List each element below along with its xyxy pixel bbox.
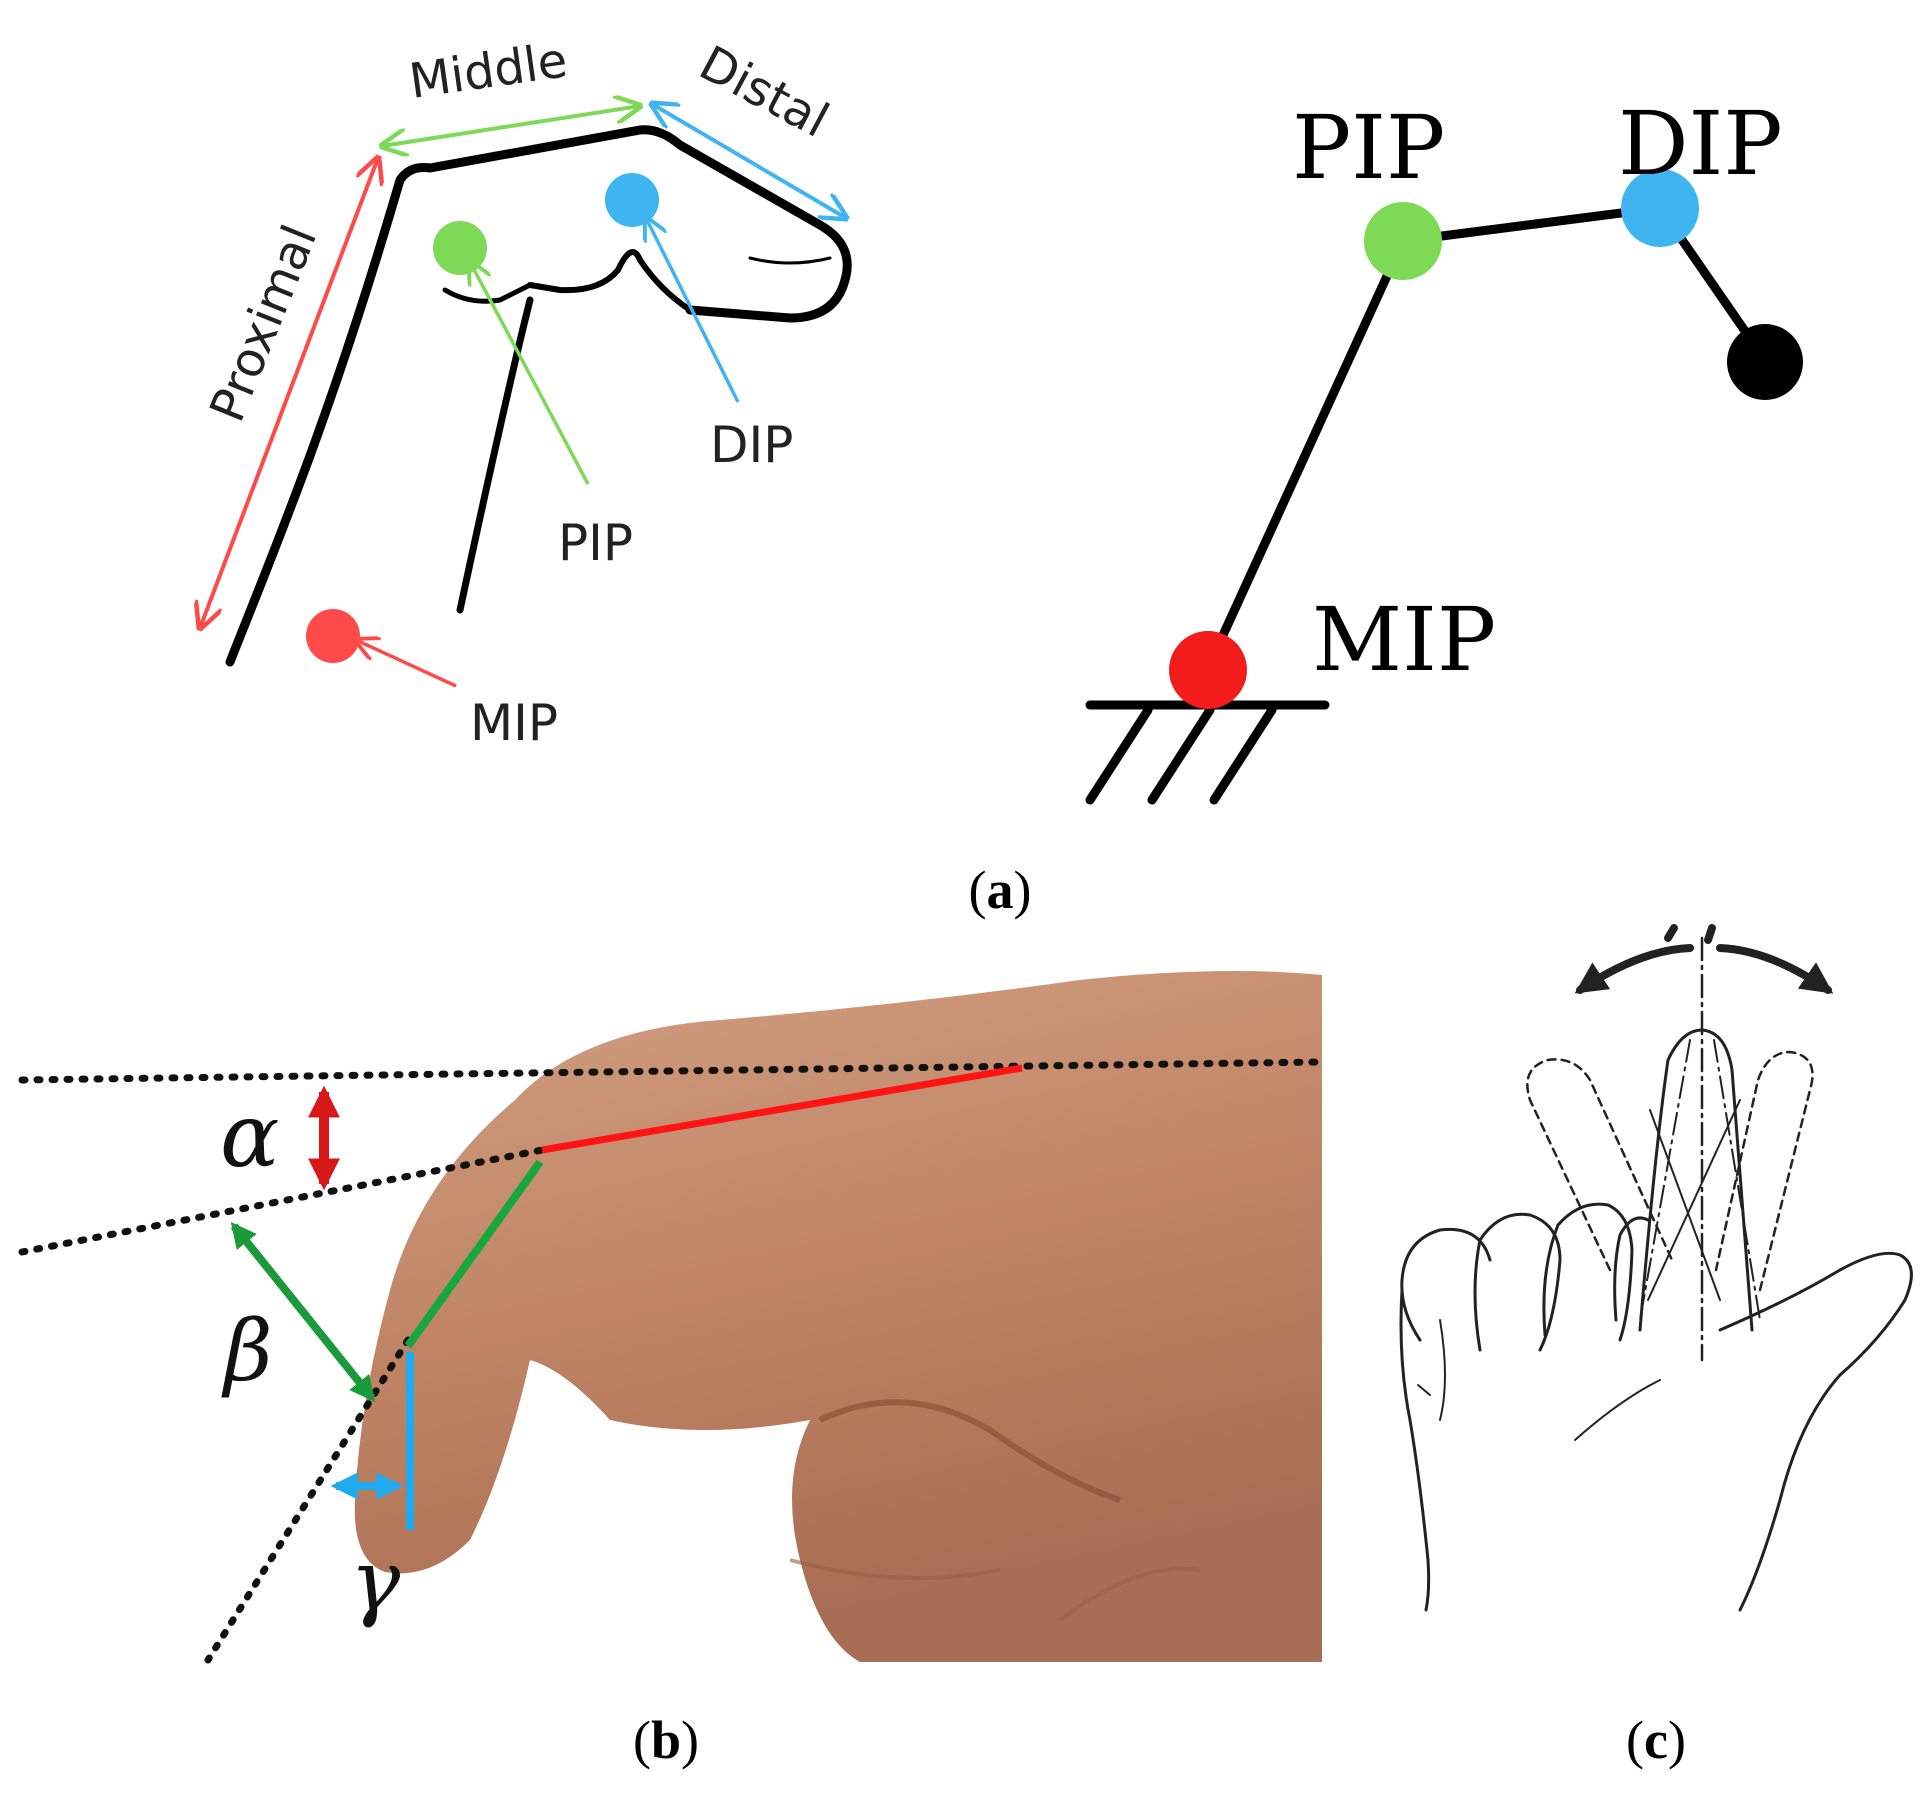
- middle-label: Middle: [406, 32, 571, 110]
- sketch-pip-label: PIP: [558, 514, 633, 572]
- model-fingertip: [1727, 324, 1803, 400]
- hand-sketch-icon: [1399, 924, 1913, 1612]
- proximal-label: Proximal: [199, 218, 328, 430]
- model-pip-joint: [1364, 202, 1442, 280]
- mip-pointer: [356, 640, 457, 688]
- proximal-phalanx-overlay: [541, 1064, 1023, 1154]
- sketch-dip-joint: [605, 173, 659, 227]
- sketch-mip-joint: [306, 609, 360, 663]
- sketch-mip-label: MIP: [470, 694, 558, 752]
- caption-a: (a): [969, 860, 1032, 920]
- proximal-arrow: [200, 158, 378, 628]
- alpha-label: α: [220, 1084, 279, 1187]
- middle-arrow: [382, 106, 640, 146]
- beta-arrow: [230, 1222, 376, 1402]
- caption-b: (b): [633, 1710, 699, 1770]
- gamma-label: γ: [350, 1532, 401, 1630]
- model-dip-label: DIP: [1618, 92, 1783, 195]
- ground-hatch-icon: [1085, 700, 1330, 805]
- middle-phalanx-overlay: [404, 1159, 544, 1349]
- sketch-dip-label: DIP: [710, 416, 793, 474]
- pip-pointer: [470, 262, 590, 485]
- distal-label: Distal: [690, 35, 837, 149]
- model-mip-joint: [1169, 631, 1247, 709]
- beta-label: β: [221, 1302, 273, 1400]
- distal-arrow: [652, 104, 846, 218]
- model-pip-label: PIP: [1292, 96, 1445, 199]
- model-mip-label: MIP: [1312, 588, 1496, 691]
- dip-pointer: [646, 218, 740, 403]
- model-dip-joint: [1621, 169, 1699, 247]
- caption-c: (c): [1626, 1710, 1686, 1770]
- finger-sketch-icon: [225, 125, 852, 667]
- sketch-pip-joint: [433, 221, 487, 275]
